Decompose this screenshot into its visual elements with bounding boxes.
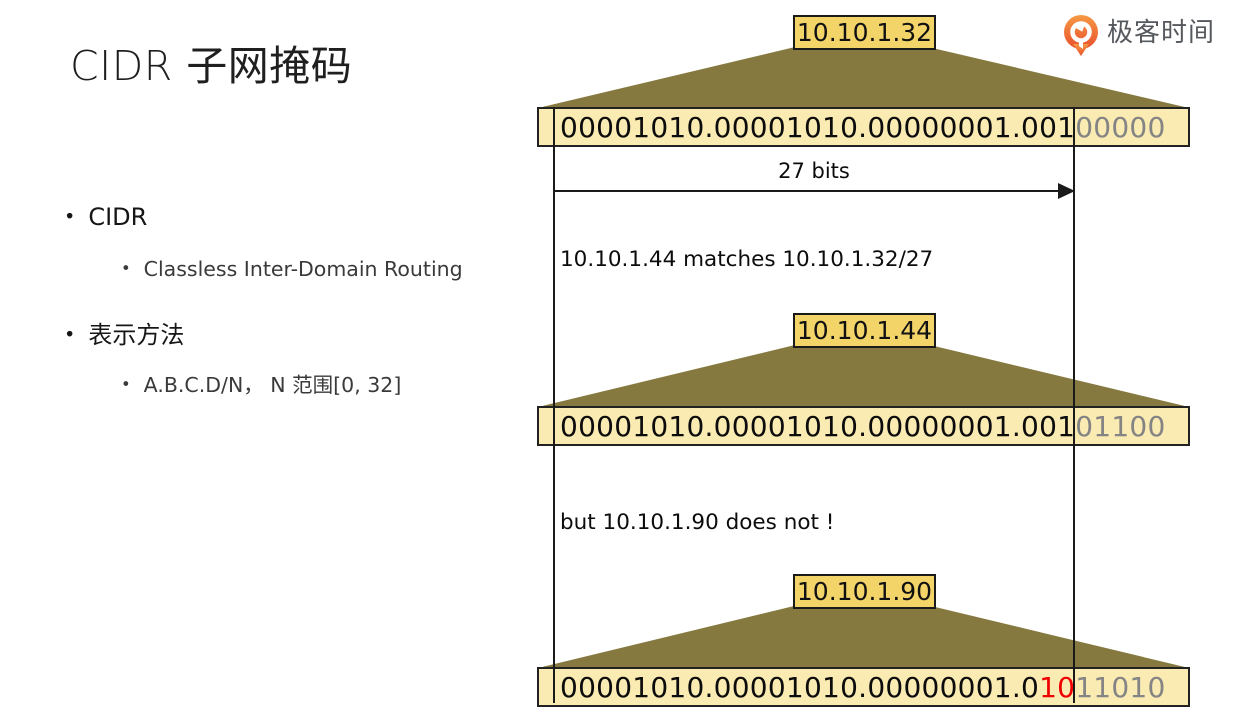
bit-span-arrowhead-icon: [1058, 183, 1075, 199]
bit-span-arrow-label: 27 bits: [778, 159, 850, 183]
network-bits: 00001010.00001010.00000001.001: [560, 410, 1076, 443]
host-bits: 00000: [1075, 111, 1166, 144]
ip-label-10-10-1-44: 10.10.1.44: [793, 313, 936, 348]
ip-label-10-10-1-90: 10.10.1.90: [793, 574, 936, 609]
geektime-logo-icon: [1064, 15, 1098, 56]
bullet-subitem-classless: Classless Inter-Domain Routing: [121, 257, 463, 281]
network-bits: 00001010.00001010.00000001.001: [560, 111, 1076, 144]
bullet-label: A.B.C.D/N， N 范围[0, 32]: [143, 373, 402, 397]
match-annotation: 10.10.1.44 matches 10.10.1.32/27: [560, 247, 934, 272]
not-match-annotation: but 10.10.1.90 does not !: [560, 510, 835, 535]
prefix-start-line: [553, 107, 555, 703]
bullet-label: Classless Inter-Domain Routing: [143, 257, 463, 281]
bullet-label: CIDR: [88, 203, 148, 231]
ip-label-10-10-1-32: 10.10.1.32: [793, 15, 936, 50]
binary-box-10-10-1-90: 00001010.00001010.00000001.01011010: [537, 667, 1190, 707]
page-title: CIDR 子网掩码: [70, 42, 353, 90]
binary-box-10-10-1-32: 00001010.00001010.00000001.00100000: [537, 107, 1190, 147]
network-bits: 00001010.00001010.00000001.0: [560, 671, 1040, 704]
bullet-label: 表示方法: [88, 321, 185, 349]
funnel-trapezoid-2: [538, 345, 1189, 407]
funnel-trapezoid-3: [538, 606, 1189, 668]
geektime-logo-text: 极客时间: [1107, 18, 1216, 48]
bullet-item-notation: 表示方法: [64, 315, 184, 350]
bit-span-arrow-line: [555, 190, 1061, 192]
host-bits: 11010: [1075, 671, 1166, 704]
binary-box-10-10-1-44: 00001010.00001010.00000001.00101100: [537, 406, 1190, 446]
host-bits: 01100: [1075, 410, 1166, 443]
bullet-item-cidr: CIDR: [64, 203, 147, 231]
geektime-logo: 极客时间: [1062, 13, 1215, 57]
mismatch-bits: 10: [1039, 671, 1076, 704]
bullet-subitem-abcdn: A.B.C.D/N， N 范围[0, 32]: [121, 368, 402, 398]
